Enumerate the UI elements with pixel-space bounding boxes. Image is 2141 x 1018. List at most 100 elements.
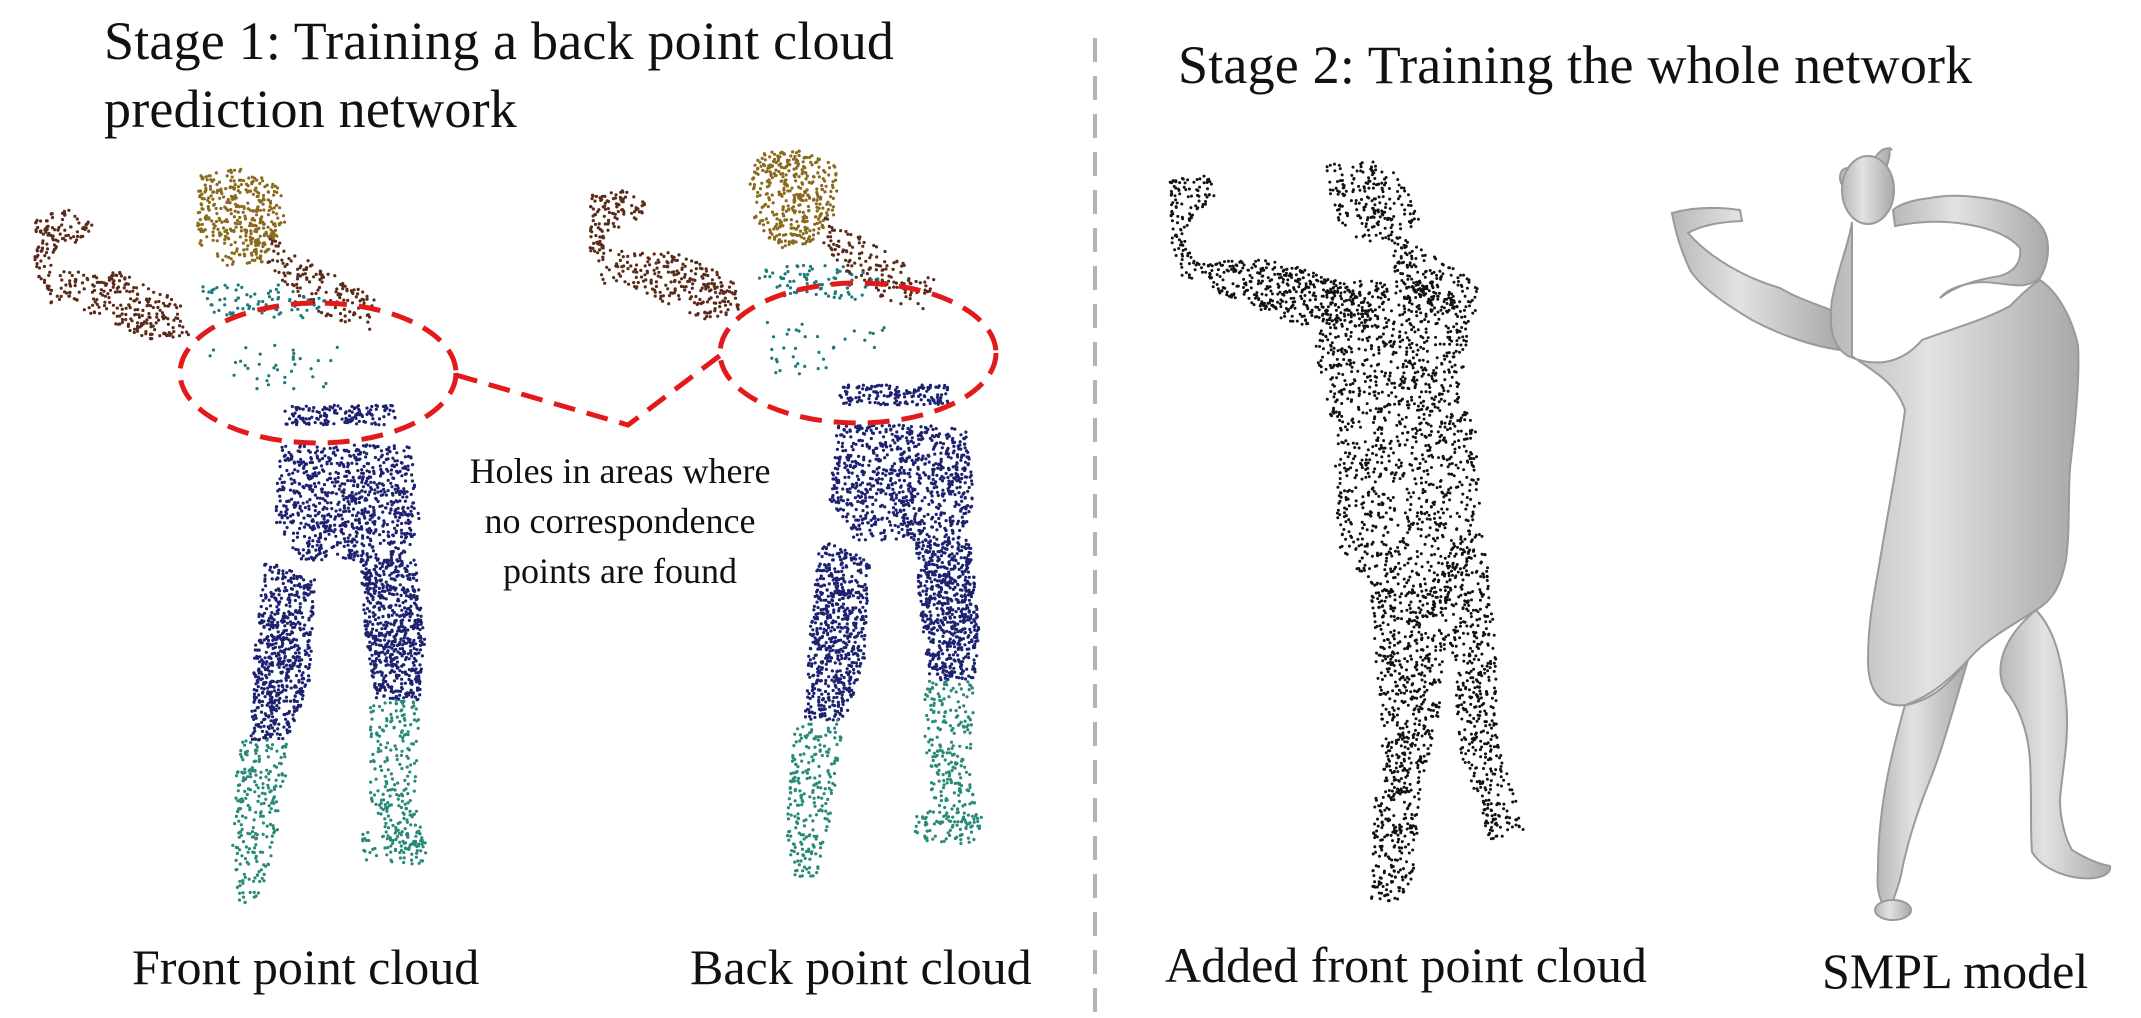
point: [212, 310, 216, 314]
point: [360, 468, 364, 472]
point: [307, 408, 311, 412]
point: [814, 202, 819, 206]
point: [756, 158, 760, 162]
point: [275, 828, 279, 832]
point: [769, 173, 773, 177]
point: [245, 247, 249, 251]
point: [274, 244, 278, 248]
point: [363, 516, 367, 520]
point: [392, 501, 396, 505]
point: [270, 711, 274, 716]
point: [361, 534, 365, 538]
point: [410, 534, 414, 539]
point: [721, 290, 725, 294]
point: [386, 649, 390, 653]
point: [803, 335, 807, 339]
point: [327, 532, 331, 536]
point: [295, 489, 299, 493]
point: [75, 217, 79, 221]
point: [317, 536, 321, 541]
point: [255, 679, 259, 683]
point: [271, 231, 275, 235]
point: [291, 348, 295, 352]
point: [357, 448, 361, 452]
point: [403, 670, 407, 674]
point: [260, 720, 264, 725]
point: [282, 271, 286, 275]
point: [606, 221, 611, 225]
point: [682, 275, 687, 279]
point: [416, 844, 420, 848]
point: [198, 218, 202, 222]
point: [238, 235, 242, 239]
point: [334, 492, 338, 496]
point: [353, 551, 357, 555]
point: [236, 283, 240, 287]
point: [271, 236, 275, 240]
point: [398, 856, 402, 860]
point: [632, 195, 636, 199]
point: [378, 578, 382, 582]
point: [392, 679, 397, 683]
point: [355, 531, 359, 535]
point: [241, 179, 246, 183]
point: [398, 499, 402, 503]
point: [393, 848, 398, 853]
point: [395, 469, 399, 473]
point: [390, 777, 395, 781]
point: [360, 297, 364, 301]
point: [304, 266, 308, 270]
point: [361, 582, 365, 586]
point: [594, 234, 598, 238]
point: [857, 241, 861, 245]
point: [59, 294, 63, 298]
point: [859, 263, 863, 267]
point: [128, 290, 132, 294]
point: [296, 307, 300, 311]
point: [617, 253, 621, 257]
point: [368, 644, 372, 649]
point: [390, 592, 394, 596]
point: [234, 814, 238, 819]
point: [264, 864, 268, 868]
point: [867, 397, 871, 401]
point: [778, 238, 782, 242]
point: [403, 778, 407, 783]
point: [371, 634, 375, 639]
point: [289, 665, 294, 669]
point: [318, 272, 322, 276]
point: [356, 292, 360, 296]
point: [223, 237, 227, 242]
point: [102, 281, 106, 285]
point: [47, 256, 51, 260]
point: [403, 606, 407, 610]
point: [388, 588, 392, 592]
point: [361, 290, 365, 294]
point: [859, 514, 863, 518]
point: [292, 718, 296, 723]
point: [155, 312, 159, 316]
point: [254, 854, 258, 859]
point: [373, 491, 377, 496]
point: [322, 385, 326, 389]
point: [210, 219, 214, 223]
point: [307, 653, 311, 658]
point: [368, 411, 372, 415]
point: [409, 597, 413, 601]
point: [285, 632, 289, 636]
point: [966, 489, 970, 493]
point: [372, 471, 376, 476]
point: [640, 210, 644, 214]
point: [285, 588, 289, 593]
point: [383, 846, 387, 850]
point: [344, 469, 348, 474]
point: [238, 807, 242, 811]
point: [312, 406, 316, 410]
point: [317, 305, 321, 309]
point: [940, 401, 945, 405]
point: [77, 221, 81, 225]
point: [266, 745, 271, 750]
point: [277, 223, 281, 227]
point: [171, 326, 175, 330]
point: [277, 684, 281, 688]
